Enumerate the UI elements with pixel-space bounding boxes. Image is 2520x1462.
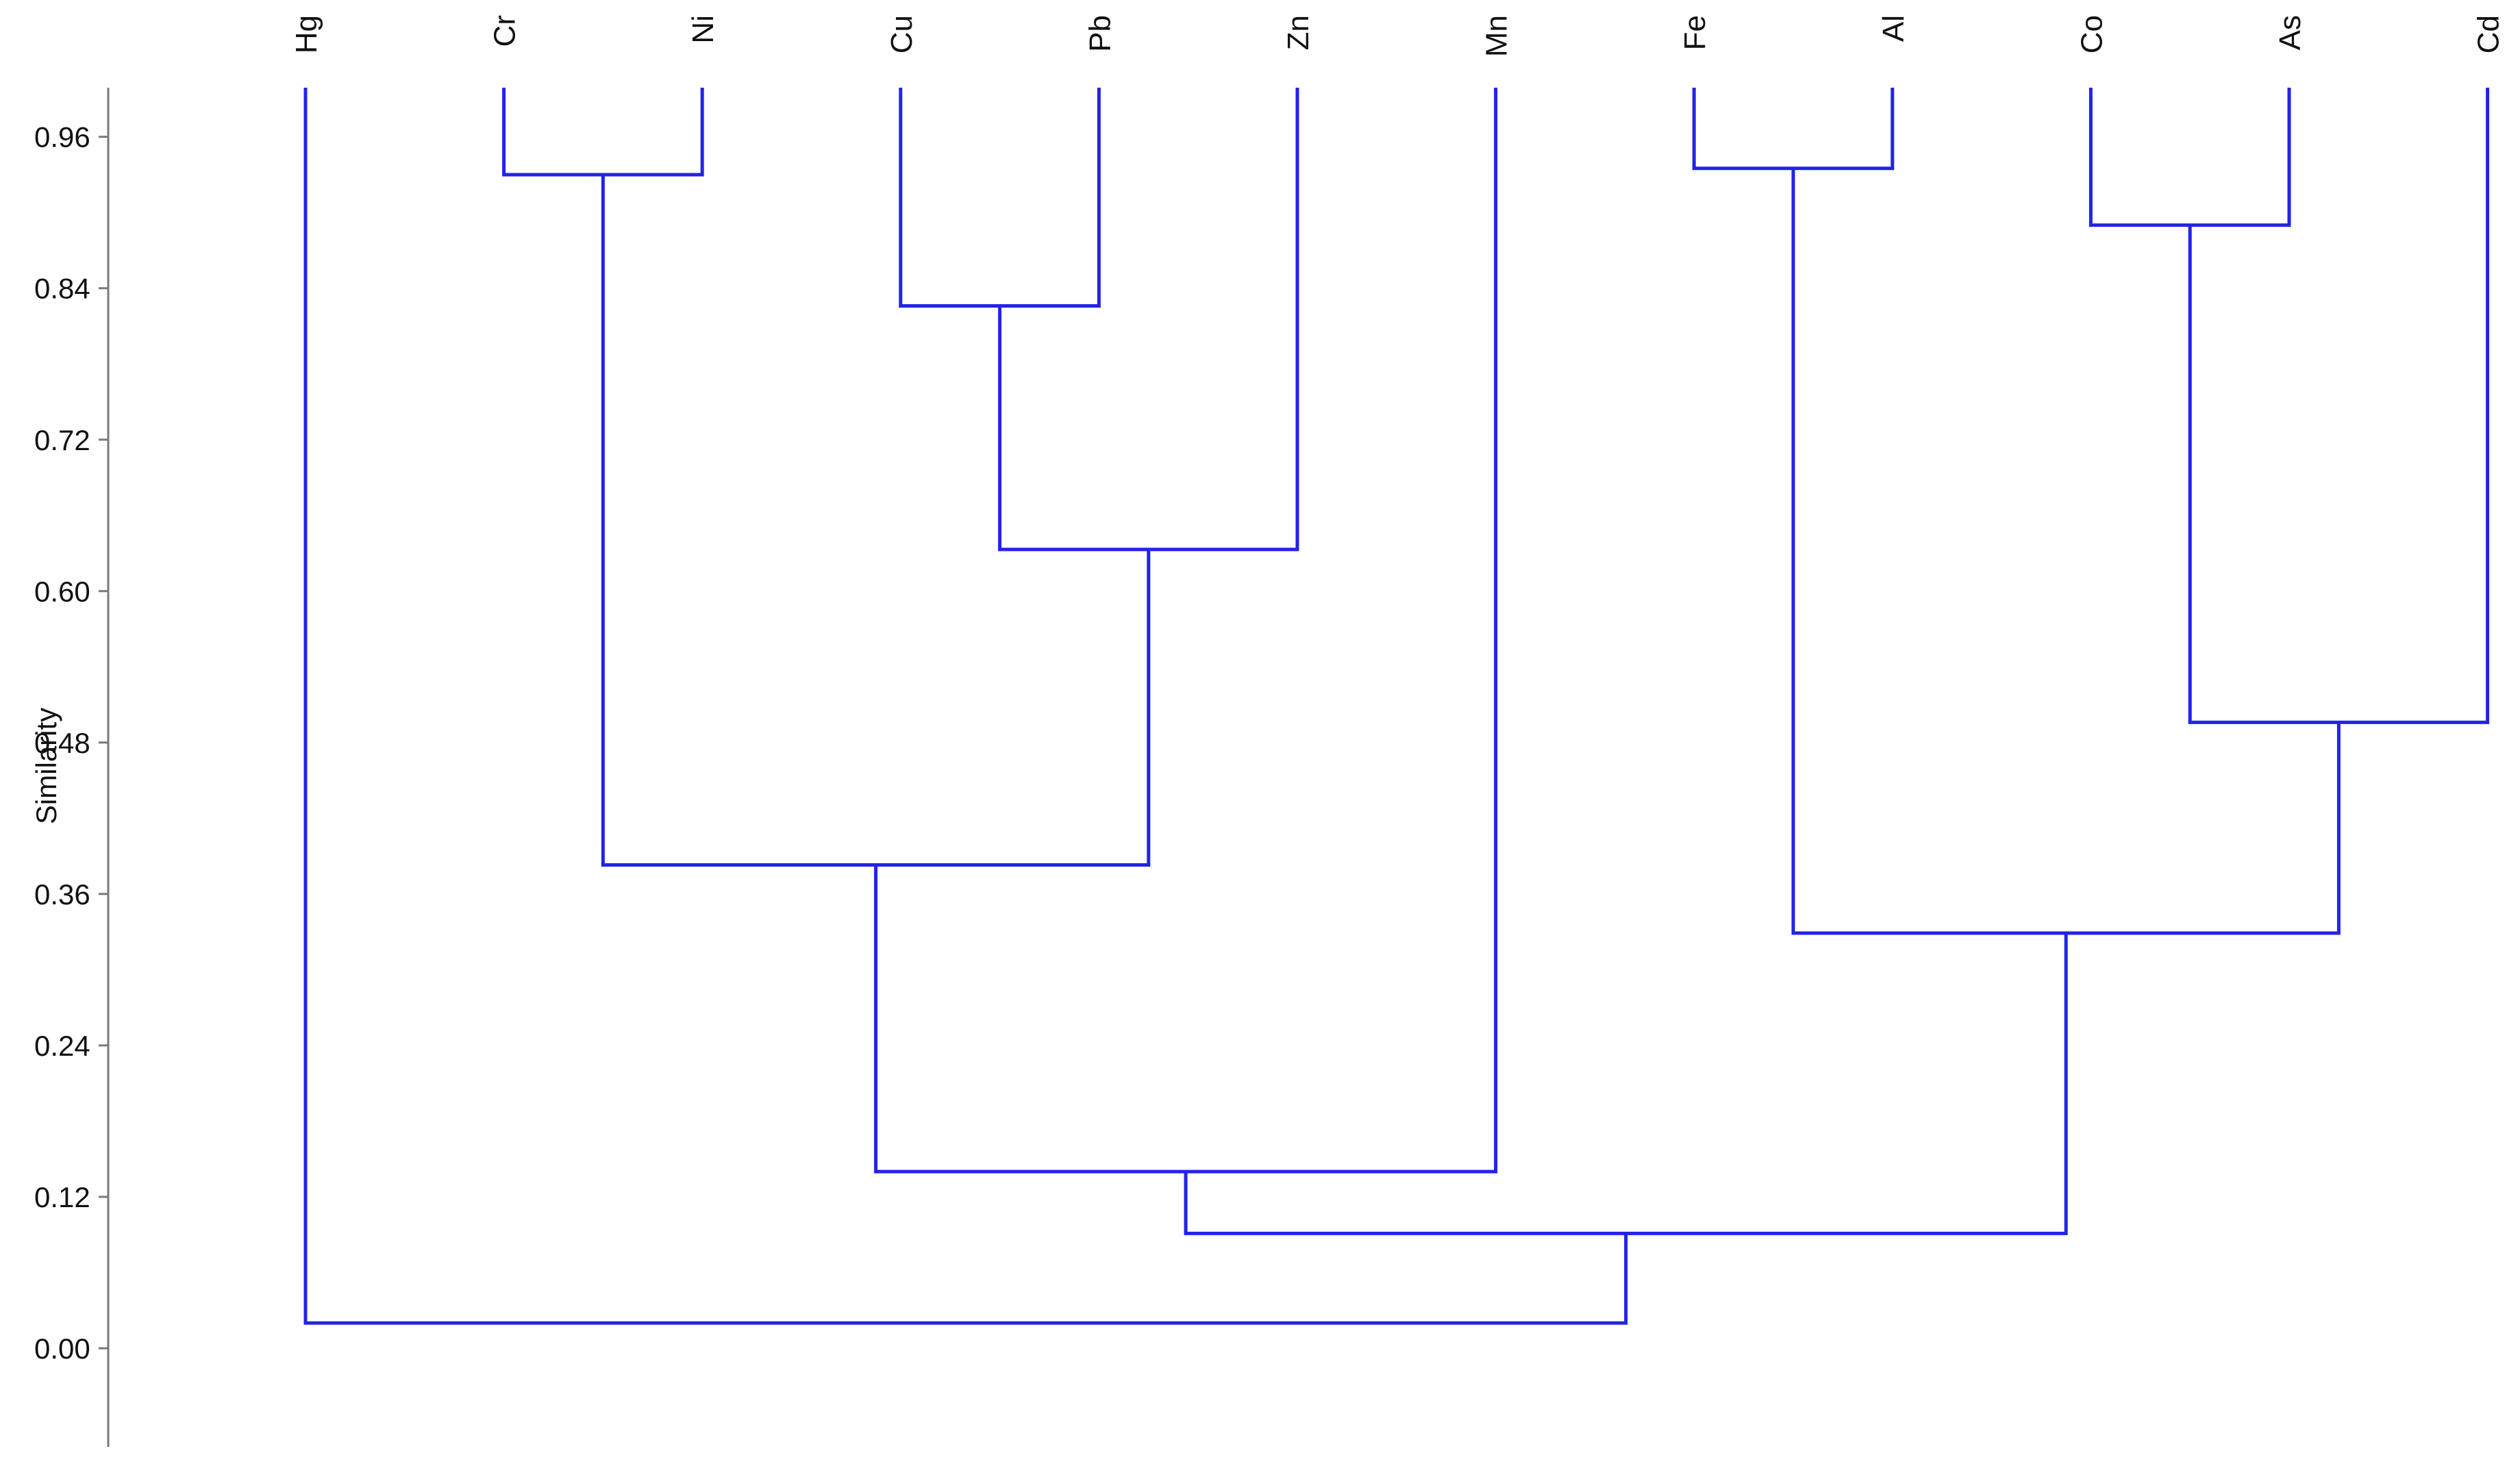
leaf-label-cu: Cu	[885, 15, 919, 53]
merge-link-11	[303, 88, 1628, 1325]
leaf-label-pb: Pb	[1083, 15, 1116, 52]
merge-link-7	[2088, 88, 2291, 227]
merge-link-9	[1791, 168, 2341, 935]
dendrogram-links	[303, 88, 2490, 1325]
leaf-label-zn: Zn	[1282, 15, 1315, 50]
merge-link-10	[1184, 932, 2068, 1235]
y-tick-label: 0.72	[34, 424, 90, 456]
leaf-label-mn: Mn	[1480, 15, 1514, 57]
leaf-label-cr: Cr	[488, 15, 522, 47]
merge-link-3	[998, 88, 1299, 552]
y-tick-label: 0.48	[34, 727, 90, 759]
leaf-label-co: Co	[2075, 15, 2108, 53]
leaf-labels: Hg Cr Ni Cu Pb Zn Mn Fe Al Co As Cd	[290, 15, 2506, 57]
merge-link-4	[601, 174, 1151, 867]
merge-link-2	[899, 88, 1101, 308]
leaf-label-al: Al	[1877, 15, 1910, 42]
merge-link-6	[1692, 88, 1895, 171]
leaf-label-as: As	[2273, 15, 2307, 50]
y-tick-label: 0.60	[34, 575, 90, 608]
leaf-label-hg: Hg	[290, 15, 323, 53]
leaf-label-ni: Ni	[686, 15, 720, 44]
y-tick-label: 0.24	[34, 1030, 90, 1062]
y-tick-label: 0.12	[34, 1181, 90, 1213]
y-tick-label: 0.96	[34, 121, 90, 153]
y-tick-label: 0.84	[34, 273, 90, 305]
merge-link-5	[874, 88, 1498, 1174]
y-tick-label: 0.36	[34, 878, 90, 910]
merge-link-8	[2188, 88, 2490, 724]
leaf-label-fe: Fe	[1678, 15, 1712, 50]
merge-link-1	[502, 88, 704, 177]
y-axis-title: Similarity	[30, 708, 62, 824]
y-axis: 0.00 0.12 0.24 0.36 0.48 0.60 0.72 0.84 0.96	[34, 88, 110, 1447]
y-tick-label: 0.00	[34, 1333, 90, 1365]
leaf-label-cd: Cd	[2472, 15, 2506, 53]
